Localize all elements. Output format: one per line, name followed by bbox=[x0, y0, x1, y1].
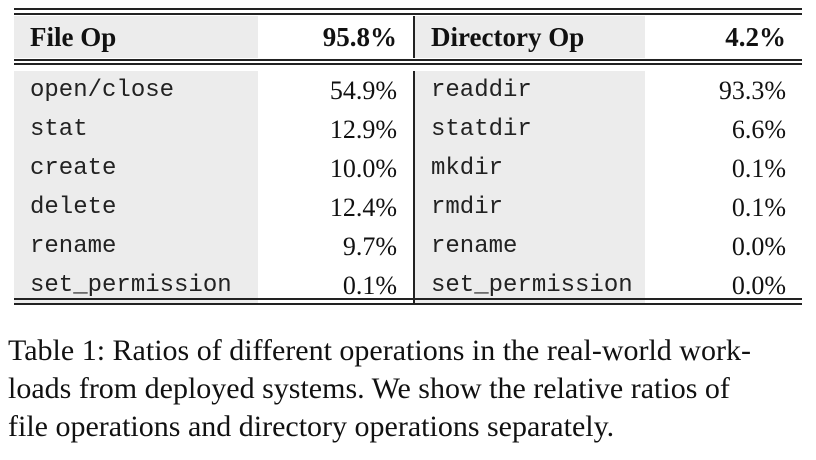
dir-op-name: rmdir bbox=[431, 194, 504, 221]
file-op-cell: rename bbox=[14, 227, 258, 266]
table-caption: Table 1: Ratios of different operations … bbox=[8, 332, 808, 446]
dir-op-name: readdir bbox=[431, 77, 532, 104]
dir-pct-cell: 0.0% bbox=[645, 266, 802, 305]
file-pct-cell: 54.9% bbox=[258, 71, 413, 110]
file-op-name: stat bbox=[30, 116, 88, 143]
dir-op-pct: 0.0% bbox=[731, 231, 786, 261]
header-rule bbox=[14, 59, 802, 61]
file-pct-cell: 10.0% bbox=[258, 149, 413, 188]
file-op-pct: 12.4% bbox=[329, 192, 397, 222]
dir-pct-cell: 0.0% bbox=[645, 227, 802, 266]
dir-op-pct: 0.1% bbox=[731, 153, 786, 183]
file-op-pct: 9.7% bbox=[342, 231, 397, 261]
header-file-op-pct: 95.8% bbox=[322, 21, 397, 52]
file-op-cell: stat bbox=[14, 110, 258, 149]
top-rule-inner bbox=[14, 13, 802, 15]
dir-op-pct: 0.0% bbox=[731, 270, 786, 300]
file-op-cell: open/close bbox=[14, 71, 258, 110]
column-divider-header bbox=[413, 16, 415, 58]
dir-op-name: rename bbox=[431, 233, 518, 260]
dir-op-cell: statdir bbox=[415, 110, 645, 149]
header-file-op-cell: File Op bbox=[14, 16, 258, 58]
file-pct-cell: 12.9% bbox=[258, 110, 413, 149]
file-op-name: set_permission bbox=[30, 272, 232, 299]
header-dir-pct-cell: 4.2% bbox=[645, 16, 802, 58]
file-op-cell: set_permission bbox=[14, 266, 258, 305]
file-pct-cell: 0.1% bbox=[258, 266, 413, 305]
table-header: File Op 95.8% Directory Op 4.2% bbox=[14, 16, 802, 58]
caption-line-1: Table 1: Ratios of different operations … bbox=[8, 334, 751, 367]
bottom-rule bbox=[14, 303, 802, 305]
file-pct-cell: 12.4% bbox=[258, 188, 413, 227]
file-pct-cell: 9.7% bbox=[258, 227, 413, 266]
bottom-rule-inner bbox=[14, 298, 802, 300]
dir-op-name: mkdir bbox=[431, 155, 504, 182]
header-file-op: File Op bbox=[30, 21, 117, 52]
dir-pct-cell: 6.6% bbox=[645, 110, 802, 149]
dir-op-cell: rename bbox=[415, 227, 645, 266]
dir-op-pct: 6.6% bbox=[731, 114, 786, 144]
file-op-name: open/close bbox=[30, 77, 175, 104]
column-divider-body bbox=[413, 71, 415, 305]
top-rule bbox=[14, 8, 802, 10]
file-op-pct: 10.0% bbox=[329, 153, 397, 183]
dir-op-pct: 93.3% bbox=[718, 75, 786, 105]
header-file-pct-cell: 95.8% bbox=[258, 16, 413, 58]
caption-line-3: file operations and directory operations… bbox=[8, 410, 615, 443]
header-dir-op-cell: Directory Op bbox=[415, 16, 645, 58]
file-op-pct: 0.1% bbox=[342, 270, 397, 300]
file-op-pct: 12.9% bbox=[329, 114, 397, 144]
file-op-cell: delete bbox=[14, 188, 258, 227]
dir-op-cell: readdir bbox=[415, 71, 645, 110]
header-dir-op-pct: 4.2% bbox=[725, 21, 786, 52]
caption-line-2: loads from deployed systems. We show the… bbox=[8, 372, 730, 405]
file-op-name: delete bbox=[30, 194, 117, 221]
file-op-cell: create bbox=[14, 149, 258, 188]
dir-op-name: statdir bbox=[431, 116, 532, 143]
dir-op-pct: 0.1% bbox=[731, 192, 786, 222]
dir-pct-cell: 0.1% bbox=[645, 149, 802, 188]
dir-op-cell: rmdir bbox=[415, 188, 645, 227]
header-dir-op: Directory Op bbox=[431, 21, 585, 52]
header-rule-inner bbox=[14, 63, 802, 65]
file-op-pct: 54.9% bbox=[329, 75, 397, 105]
dir-pct-cell: 93.3% bbox=[645, 71, 802, 110]
file-op-name: create bbox=[30, 155, 117, 182]
file-op-name: rename bbox=[30, 233, 117, 260]
dir-op-cell: mkdir bbox=[415, 149, 645, 188]
dir-op-name: set_permission bbox=[431, 272, 633, 299]
dir-pct-cell: 0.1% bbox=[645, 188, 802, 227]
